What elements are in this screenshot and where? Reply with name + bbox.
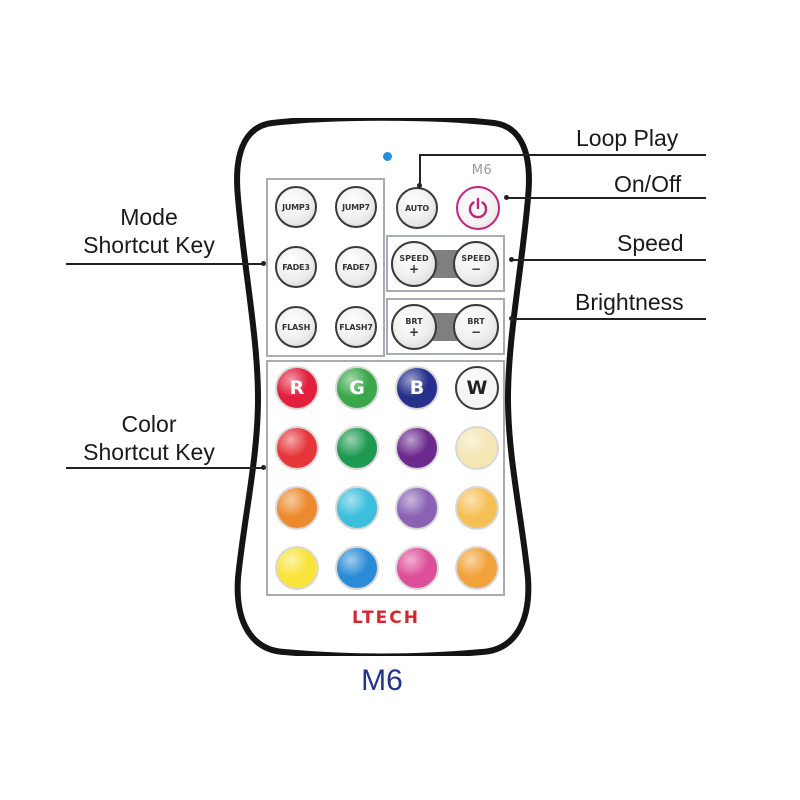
color-shortcut-leader xyxy=(66,467,264,469)
color-button[interactable] xyxy=(455,426,499,470)
color-button-w[interactable]: W xyxy=(455,366,499,410)
color-group-box xyxy=(266,360,505,596)
color-shortcut-leader-dot xyxy=(261,465,266,470)
flash7-button[interactable]: FLASH7 xyxy=(335,306,377,348)
color-button[interactable] xyxy=(395,546,439,590)
brightness-minus-button[interactable]: BRT − xyxy=(453,304,499,350)
mode-shortcut-label: Mode Shortcut Key xyxy=(72,203,226,259)
mode-shortcut-label-line1: Mode xyxy=(120,204,178,230)
speed-minus-sign: − xyxy=(470,261,482,276)
color-button-w-label: W xyxy=(466,377,488,399)
speed-minus-label: SPEED xyxy=(461,253,491,263)
mode-shortcut-leader xyxy=(66,263,264,265)
speed-plus-label: SPEED xyxy=(399,253,429,263)
jump3-label: JUMP3 xyxy=(282,202,310,212)
fade7-button[interactable]: FADE7 xyxy=(335,246,377,288)
speed-minus-button[interactable]: SPEED − xyxy=(453,241,499,287)
model-mark: M6 xyxy=(471,163,493,178)
color-button-g-label: G xyxy=(349,377,365,399)
speed-leader-dot xyxy=(509,257,514,262)
loop-play-leader-h xyxy=(419,154,706,156)
fade7-label: FADE7 xyxy=(342,262,370,272)
color-button-g[interactable]: G xyxy=(335,366,379,410)
loop-play-leader-v xyxy=(419,154,421,186)
brand-logo: LTECH xyxy=(352,608,420,628)
jump3-button[interactable]: JUMP3 xyxy=(275,186,317,228)
loop-play-label: Loop Play xyxy=(576,125,679,151)
power-icon xyxy=(468,197,488,219)
color-shortcut-label: Color Shortcut Key xyxy=(72,410,226,466)
color-shortcut-label-line1: Color xyxy=(121,411,177,437)
flash7-label: FLASH7 xyxy=(339,322,373,332)
color-button[interactable] xyxy=(275,546,319,590)
speed-rocker: SPEED + SPEED − xyxy=(391,241,499,287)
brightness-plus-label: BRT xyxy=(405,316,423,326)
fade3-button[interactable]: FADE3 xyxy=(275,246,317,288)
speed-label: Speed xyxy=(617,230,684,256)
loop-play-leader-dot xyxy=(417,183,422,188)
color-shortcut-label-line2: Shortcut Key xyxy=(83,439,215,465)
color-button[interactable] xyxy=(395,486,439,530)
color-button[interactable] xyxy=(455,546,499,590)
speed-plus-button[interactable]: SPEED + xyxy=(391,241,437,287)
flash-button[interactable]: FLASH xyxy=(275,306,317,348)
brightness-leader xyxy=(511,318,706,320)
flash-label: FLASH xyxy=(281,322,311,332)
fade3-label: FADE3 xyxy=(282,262,310,272)
speed-group-box xyxy=(386,235,505,292)
color-button-b[interactable]: B xyxy=(395,366,439,410)
color-button-r[interactable]: R xyxy=(275,366,319,410)
color-button[interactable] xyxy=(335,426,379,470)
brightness-minus-label: BRT xyxy=(467,316,485,326)
mode-group-box xyxy=(266,178,385,357)
auto-button[interactable]: AUTO xyxy=(396,187,438,229)
status-led xyxy=(383,152,392,161)
color-button[interactable] xyxy=(455,486,499,530)
speed-plus-sign: + xyxy=(408,261,420,276)
mode-shortcut-label-line2: Shortcut Key xyxy=(83,232,215,258)
brightness-plus-sign: + xyxy=(408,324,420,339)
on-off-leader xyxy=(506,197,706,199)
auto-label: AUTO xyxy=(405,203,429,213)
color-button[interactable] xyxy=(275,486,319,530)
mode-shortcut-leader-dot xyxy=(261,261,266,266)
on-off-leader-dot xyxy=(504,195,509,200)
jump7-label: JUMP7 xyxy=(342,202,370,212)
color-button[interactable] xyxy=(395,426,439,470)
color-button-b-label: B xyxy=(409,377,425,399)
color-button-r-label: R xyxy=(289,377,305,399)
color-button[interactable] xyxy=(335,546,379,590)
model-caption: M6 xyxy=(361,664,403,697)
brightness-minus-sign: − xyxy=(470,324,482,339)
speed-leader xyxy=(511,259,706,261)
brightness-group-box xyxy=(386,298,505,355)
jump7-button[interactable]: JUMP7 xyxy=(335,186,377,228)
brightness-label: Brightness xyxy=(575,289,684,315)
on-off-label: On/Off xyxy=(614,171,682,197)
brightness-rocker: BRT + BRT − xyxy=(391,304,499,350)
power-button[interactable] xyxy=(456,186,500,230)
brightness-leader-dot xyxy=(509,316,514,321)
brightness-plus-button[interactable]: BRT + xyxy=(391,304,437,350)
color-button[interactable] xyxy=(335,486,379,530)
color-button[interactable] xyxy=(275,426,319,470)
